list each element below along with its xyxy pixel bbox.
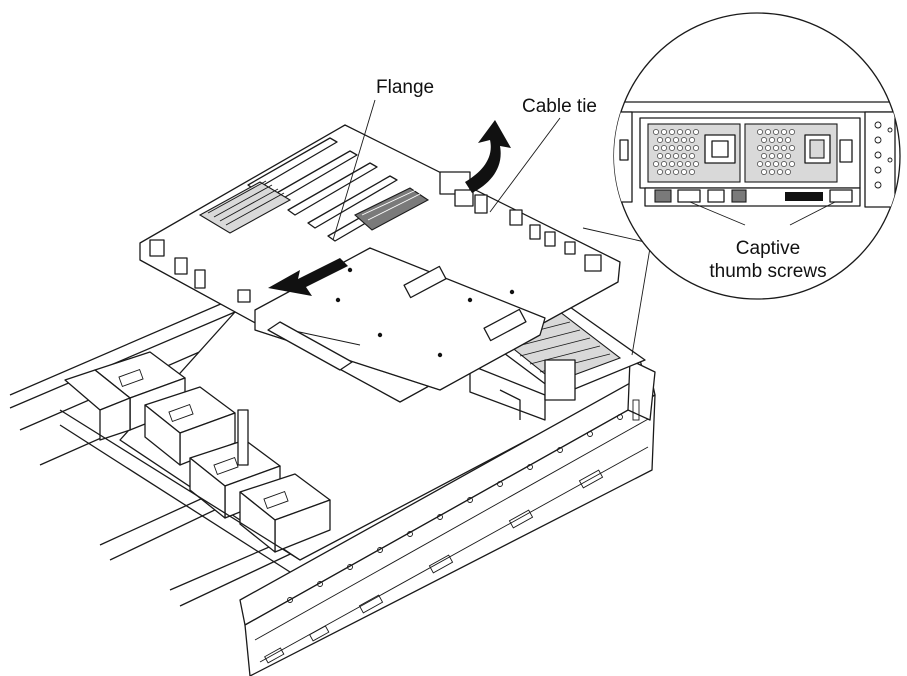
captive-screw-leader-left: [689, 201, 746, 226]
riser-plate: [254, 247, 546, 391]
fan-module: [64, 369, 131, 441]
slide-arrow: [268, 258, 348, 296]
fan-module: [189, 439, 281, 519]
fan-module: [144, 386, 236, 466]
heatsink: [354, 187, 430, 231]
heatsink: [198, 180, 292, 234]
fan-module: [239, 473, 331, 553]
captive-thumb-screws-label-line1: Captive: [736, 238, 800, 259]
fan-modules: [59, 351, 331, 573]
rear-connectors: [439, 171, 602, 272]
zoom-inset: [613, 12, 901, 300]
flange: [267, 321, 353, 371]
cable-tie-leader-line: [489, 117, 561, 213]
captive-screw-leader-right: [789, 201, 836, 226]
system-board: [139, 124, 621, 403]
io-ports: [644, 187, 861, 207]
captive-thumb-screws-label-line2: thumb screws: [709, 261, 826, 282]
psu-grille: [647, 123, 853, 183]
board-edge-connectors: [149, 239, 251, 303]
chassis-holes: [287, 414, 623, 603]
cable-tie-label: Cable tie: [522, 96, 597, 117]
zoom-leader-top: [582, 227, 646, 243]
lift-arrow: [465, 120, 511, 193]
zoom-leader-bottom: [631, 247, 651, 356]
flange-leader-line: [332, 99, 376, 241]
flange-label: Flange: [376, 77, 434, 98]
